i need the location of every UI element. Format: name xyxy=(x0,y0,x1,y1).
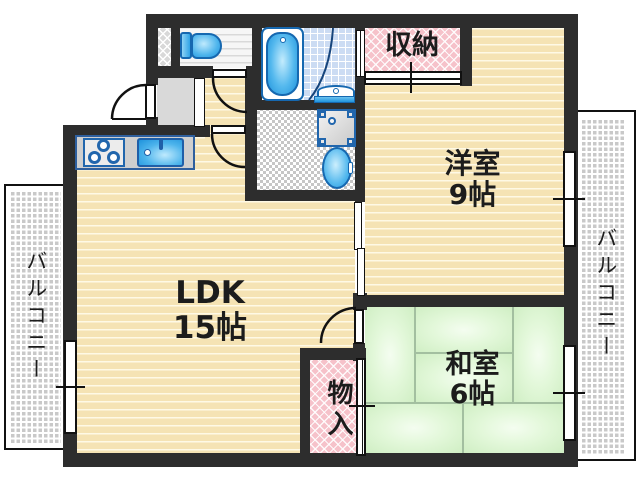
stove-burner-icon xyxy=(107,151,120,164)
washitsu-size: 6帖 xyxy=(449,379,496,411)
tatami-seam xyxy=(414,307,416,403)
bathtub-basin xyxy=(266,32,299,96)
pan-corner xyxy=(347,138,354,145)
ldk-name: LDK xyxy=(175,275,245,311)
wall-shuno-west xyxy=(355,14,365,202)
balcony-right-deck xyxy=(580,118,625,455)
front-door-leaf xyxy=(145,84,156,119)
genkan-floor xyxy=(157,77,195,128)
window-tick xyxy=(56,386,85,388)
stove-burner-icon xyxy=(88,151,101,164)
yoshitsu-size: 9帖 xyxy=(448,178,497,212)
wall-kitchen-top xyxy=(63,125,210,137)
pan-corner xyxy=(347,111,354,118)
wall-bottom xyxy=(63,453,578,467)
sliding-door-ldk-yoshitsu-a xyxy=(354,202,362,250)
balcony-left: バルコニー xyxy=(4,184,66,450)
pan-corner xyxy=(319,111,326,118)
wall-bath-south xyxy=(252,100,365,110)
sliding-door-shuno xyxy=(364,71,462,85)
pan-drain-icon xyxy=(328,117,336,125)
wall-washroom-south xyxy=(245,190,365,201)
label-monoire: 物入 xyxy=(323,379,353,441)
wall-washitsu-north xyxy=(353,295,578,307)
wall-shuno-east xyxy=(460,14,472,86)
wall-monoire-west xyxy=(300,348,310,465)
sliding-door-rail xyxy=(366,78,460,80)
sliding-door-monoire xyxy=(356,358,366,456)
yoshitsu-name: 洋室 xyxy=(444,147,501,180)
label-ldk: LDK 15帖 xyxy=(120,276,300,345)
room-washitsu-floor xyxy=(365,307,564,453)
sliding-door-rail xyxy=(359,31,361,76)
window-tick xyxy=(553,198,585,200)
sink-drain-icon xyxy=(144,149,151,156)
sliding-door-rail xyxy=(361,360,363,454)
front-door-arc xyxy=(110,83,147,120)
bath-counter xyxy=(314,96,355,103)
wall-toilet-west xyxy=(171,24,180,72)
window-washroom xyxy=(356,30,365,77)
faucet-icon xyxy=(159,138,163,150)
washitsu-name: 和室 xyxy=(445,349,500,380)
tatami-mat xyxy=(463,403,564,453)
tatami-mat xyxy=(365,403,463,453)
tatami-mat xyxy=(513,307,564,403)
sliding-door-ldk-yoshitsu-b xyxy=(357,248,365,296)
label-washitsu: 和室 6帖 xyxy=(395,349,550,411)
wall-toilet-bath xyxy=(252,14,262,110)
bathtub-drain-icon xyxy=(280,37,286,43)
tatami-seam xyxy=(462,403,464,453)
window-tick xyxy=(553,392,585,394)
stove-burner-icon xyxy=(97,139,110,152)
toilet-door-leaf xyxy=(212,69,247,78)
closet-shuno xyxy=(365,27,460,73)
tatami-seam xyxy=(415,352,513,354)
hall-ldk-door-leaf xyxy=(211,125,246,134)
balcony-right: バルコニー xyxy=(574,110,636,461)
label-shuno: 収納 xyxy=(385,30,439,61)
genkan-hall-opening xyxy=(194,78,205,127)
closet-monoire xyxy=(310,360,357,454)
tatami-mat xyxy=(415,353,513,403)
bath-basin-faucet-icon xyxy=(333,88,339,94)
label-yoshitsu: 洋室 9帖 xyxy=(395,148,550,211)
tatami-seam xyxy=(512,307,514,403)
tatami-seam xyxy=(365,402,564,404)
label-balcony-right: バルコニー xyxy=(593,227,618,362)
ldk-size: 15帖 xyxy=(172,309,248,346)
washbasin-handle-icon xyxy=(348,162,353,174)
tatami-mat xyxy=(415,307,513,353)
washitsu-door-leaf xyxy=(354,309,364,344)
sliding-door-tick xyxy=(410,62,412,93)
pan-corner xyxy=(319,138,326,145)
tatami-mat xyxy=(365,307,415,403)
label-balcony-left: バルコニー xyxy=(23,249,48,385)
toilet-bowl-icon xyxy=(191,33,222,59)
sliding-door-tick xyxy=(349,405,375,407)
wall-entry-lower xyxy=(146,117,158,138)
wall-washroom-west xyxy=(245,78,257,200)
wall-toilet-south xyxy=(146,66,213,78)
wall-monoire-north xyxy=(300,348,366,360)
balcony-left-deck xyxy=(9,190,61,444)
